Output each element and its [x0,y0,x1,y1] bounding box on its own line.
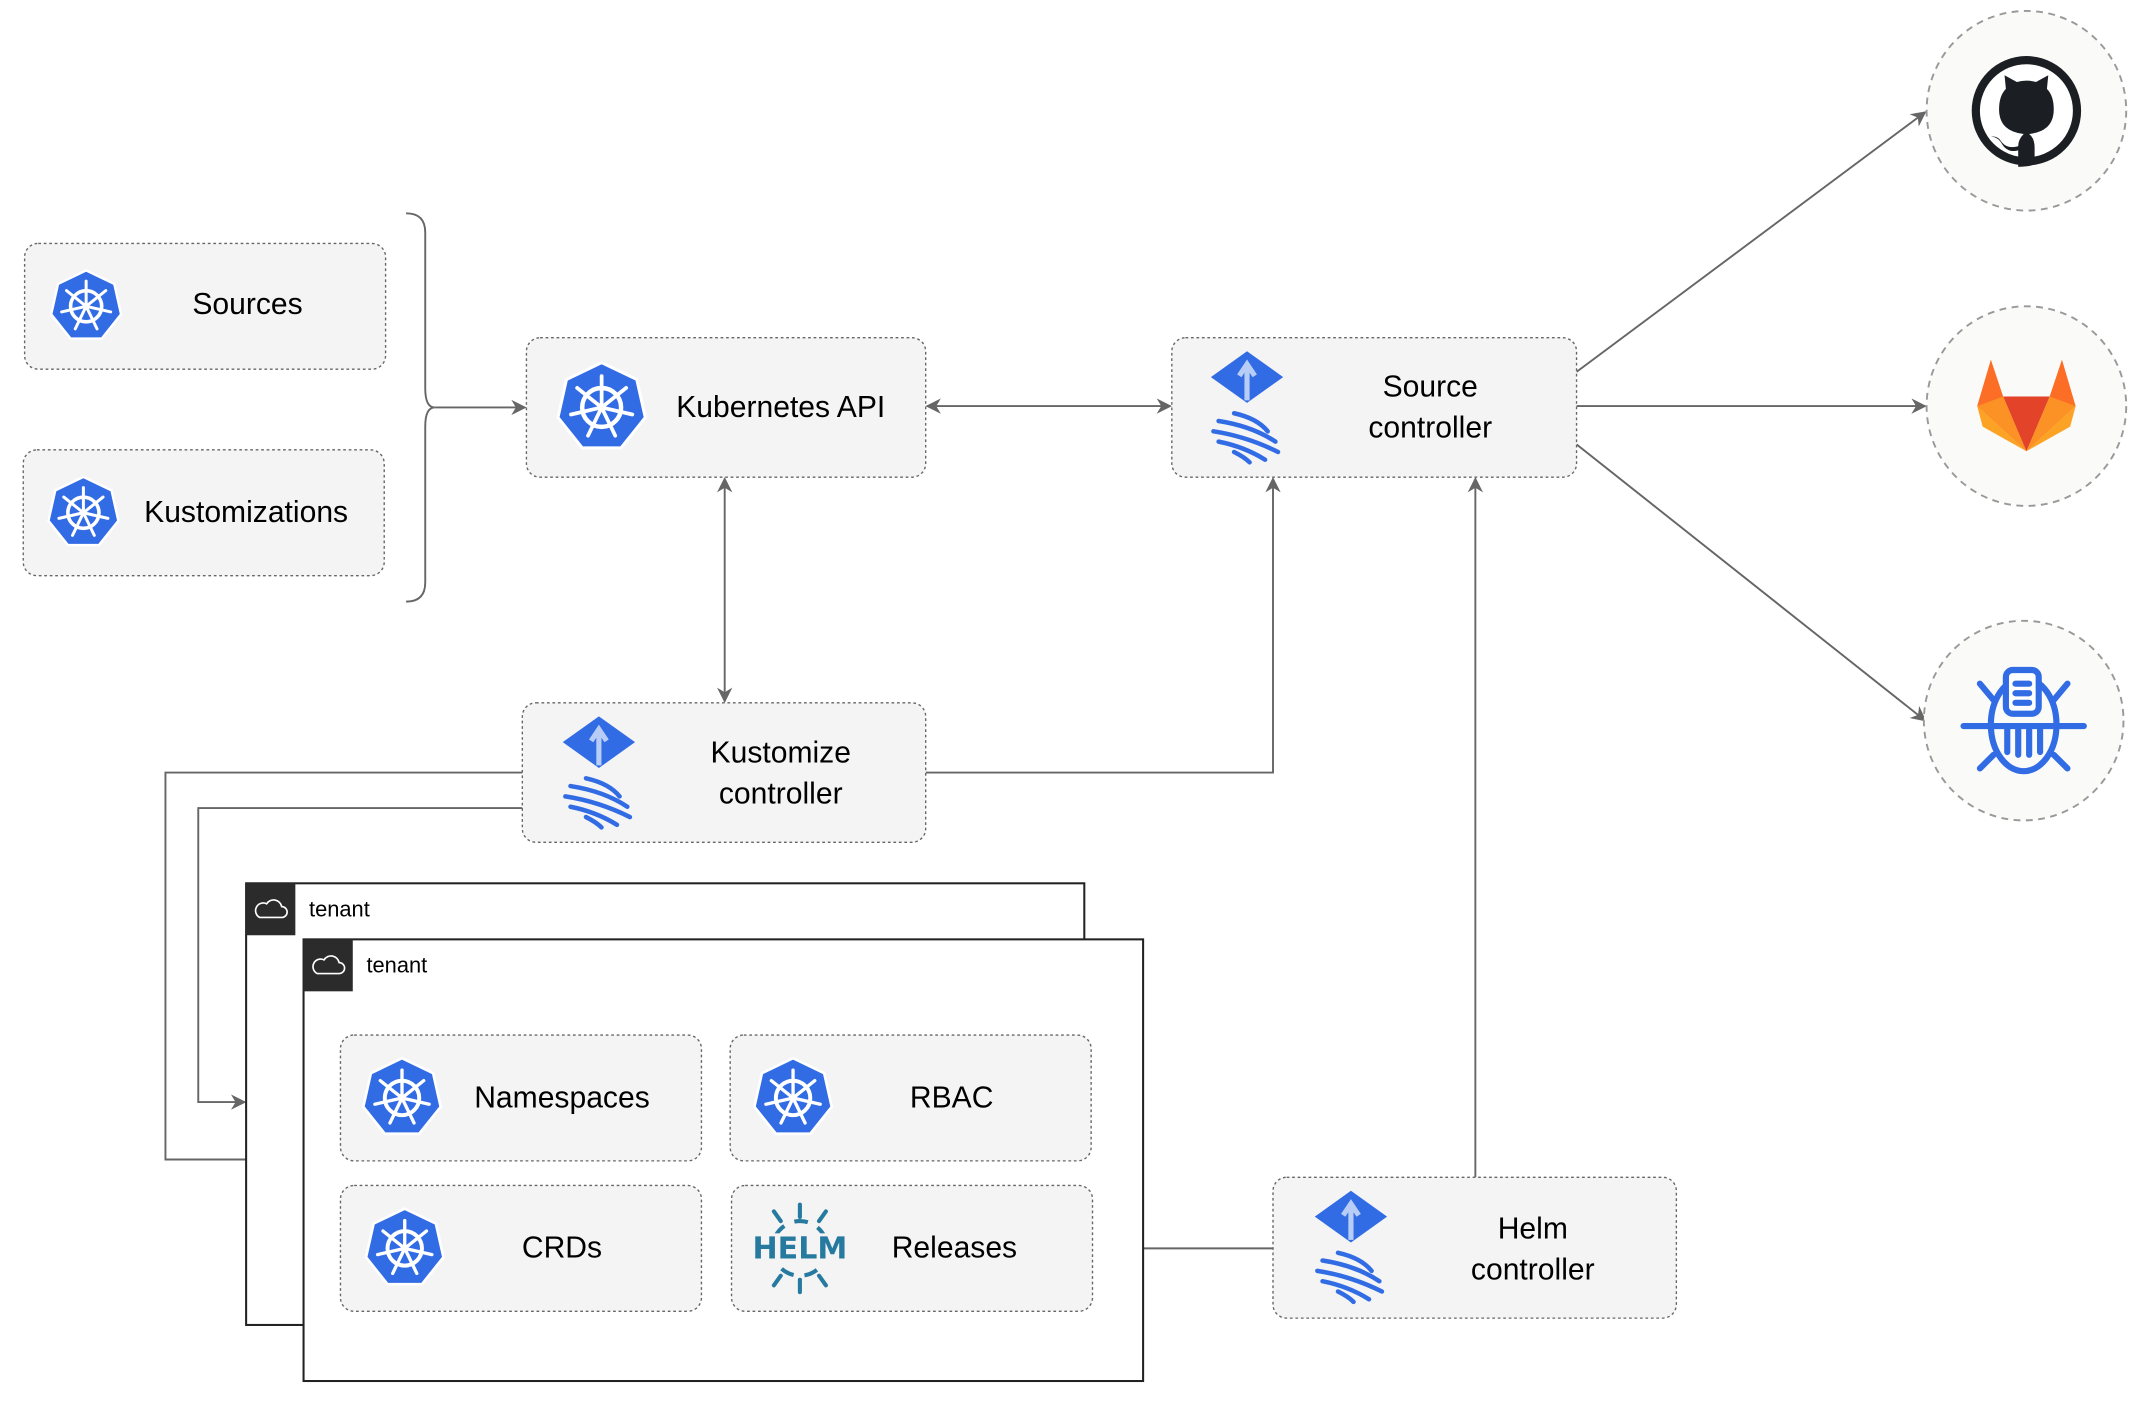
sources-node[interactable]: Sources [23,242,387,370]
source-controller-label-line1: Source [1383,370,1478,403]
edge-source-to-bucket [1575,443,1927,722]
kustomize-controller-node[interactable]: Kustomize controller [521,702,927,843]
tenant-label: tenant [366,952,427,977]
kustomize-controller-label-line2: controller [719,778,843,811]
cloud-icon [254,899,288,919]
github-node[interactable] [1925,9,2128,212]
grouping-brace [406,212,435,603]
helm-controller-label-line1: Helm [1498,1213,1568,1246]
tenant-label: tenant [309,896,370,921]
source-controller-node[interactable]: Source controller [1171,337,1578,478]
kustomizations-node[interactable]: Kustomizations [22,449,385,577]
kustomize-controller-label-line1: Kustomize [711,737,851,770]
edge-source-to-github [1575,111,1927,373]
edge-kustomize-to-source-controller [925,477,1281,774]
helm-controller-label-line2: controller [1471,1254,1595,1287]
bucket-icon [1960,666,2087,775]
releases-label: Releases [892,1232,1017,1265]
rbac-node[interactable]: RBAC [729,1034,1092,1162]
cloud-icon [312,955,346,975]
namespaces-node[interactable]: Namespaces [339,1034,703,1162]
kustomizations-label: Kustomizations [144,496,348,529]
kubernetes-api-label: Kubernetes API [676,391,885,424]
gitlab-node[interactable] [1925,305,2128,507]
namespaces-label: Namespaces [474,1081,650,1114]
kubernetes-api-node[interactable]: Kubernetes API [525,337,927,478]
bucket-node[interactable] [1922,619,2125,822]
edge-kustomize-to-tenant-2 [164,771,523,1168]
edge-kustomize-to-tenant-1 [197,807,523,1110]
helm-icon: HELM [752,1202,847,1295]
github-icon [1971,56,2082,167]
crds-label: CRDs [522,1232,602,1265]
sources-label: Sources [192,288,302,321]
gitlab-icon [1977,359,2076,452]
rbac-label: RBAC [910,1081,994,1114]
releases-node[interactable]: HELM Releases [730,1184,1094,1312]
source-controller-label-line2: controller [1368,411,1492,444]
svg-text:HELM: HELM [752,1231,847,1266]
helm-controller-node[interactable]: Helm controller [1272,1176,1678,1319]
crds-node[interactable]: CRDs [339,1184,703,1312]
